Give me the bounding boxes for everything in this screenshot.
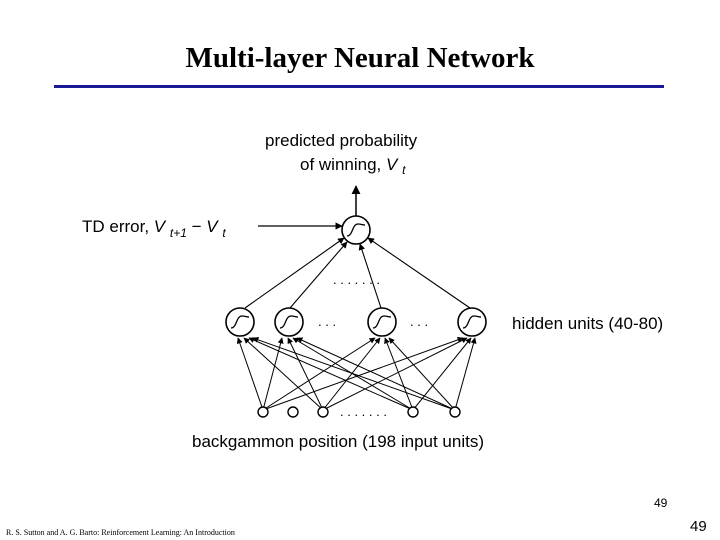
hidden-units-label: hidden units (40-80) [512,314,663,333]
input-unit [407,406,419,418]
output-layer-ellipsis: . . . . . . . [333,272,380,287]
hidden-unit [274,307,304,337]
hidden-unit [457,307,487,337]
input-unit [287,406,299,418]
output-label-text: of winning, [300,155,386,174]
footer-credit: R. S. Sutton and A. G. Barto: Reinforcem… [6,528,235,537]
input-unit [449,406,461,418]
output-label-sub: t [402,163,406,177]
page-number: 49 [654,496,668,510]
hidden-to-output-connections [244,237,471,309]
output-label-var: V [386,155,399,174]
output-label-line1: predicted probability [265,131,418,150]
td-error-minus: − [192,217,207,236]
td-error-var1: V [154,217,167,236]
input-unit [257,406,269,418]
hidden-unit [367,307,397,337]
td-error-label: TD error, V t+1 − V t [82,217,226,241]
page-number-footer: 49 [690,518,707,535]
td-error-var2: V [206,217,219,236]
output-label-line2: of winning, V t [300,155,406,177]
td-error-text: TD error, [82,217,154,236]
input-layer-ellipsis: . . . . . . . [340,404,387,419]
title-underline [54,85,664,88]
input-units-label: backgammon position (198 input units) [192,432,484,451]
hidden-unit [225,307,255,337]
hidden-layer-ellipsis-left: . . . [318,314,336,329]
input-unit [317,406,329,418]
td-error-var2-sub: t [222,226,226,240]
output-unit [341,215,371,245]
td-error-var1-sub: t+1 [170,226,187,240]
hidden-layer-ellipsis-right: . . . [410,314,428,329]
input-to-hidden-connections [236,336,477,411]
slide-title: Multi-layer Neural Network [185,42,535,74]
